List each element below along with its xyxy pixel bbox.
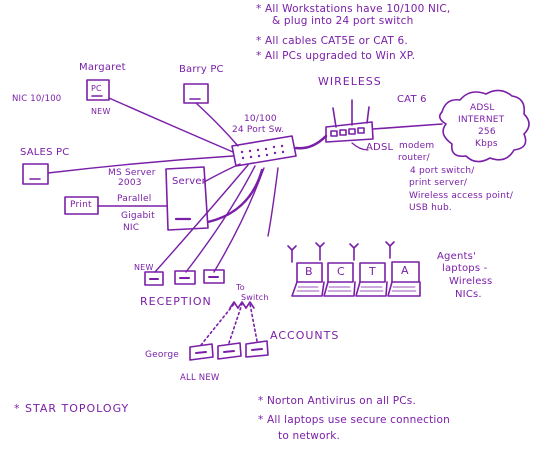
internet-cloud (438, 89, 530, 163)
router-desc-4: Wireless access point/ (409, 191, 514, 201)
server-label: Server (172, 176, 206, 187)
cat6-label: CAT 6 (397, 94, 427, 105)
laptop-letter-t: T (369, 265, 376, 278)
switch-label-1: 10/100 (244, 114, 277, 124)
sales-pc-shape (22, 163, 49, 185)
router-desc-1: router/ (398, 153, 430, 163)
reception-new-label: NEW (134, 263, 154, 272)
barry-label: Barry PC (179, 64, 224, 75)
router-desc-3: print server/ (409, 178, 468, 188)
router-desc-5: USB hub. (409, 203, 452, 213)
margaret-pc-label: PC (91, 84, 102, 93)
note-winxp: * All PCs upgraded to Win XP. (256, 50, 416, 62)
topology-note: * STAR TOPOLOGY (14, 402, 130, 415)
george-label: George (145, 350, 180, 360)
reception-pcs (144, 269, 225, 286)
internet-label-0: ADSL (470, 103, 495, 113)
cables (47, 97, 369, 273)
switch-shape (231, 135, 297, 167)
laptops-caption-1: laptops - (442, 263, 488, 274)
wireless-label: WIRELESS (318, 75, 382, 88)
margaret-pc-shape (86, 79, 110, 101)
server-shape (165, 166, 209, 231)
laptops-caption-0: Agents' (437, 251, 476, 262)
all-new-label: ALL NEW (180, 373, 220, 383)
gigabit-label-2: NIC (123, 223, 140, 233)
accounts-label: ACCOUNTS (270, 329, 340, 342)
switch-label-2: 24 Port Sw. (232, 125, 285, 135)
laptop-letter-a: A (401, 264, 409, 277)
note-plug-into-switch: & plug into 24 port switch (272, 15, 414, 27)
cat6-cable (372, 123, 443, 130)
margaret-label: Margaret (79, 62, 126, 73)
margaret-new-label: NEW (91, 107, 111, 116)
barry-pc-shape (183, 83, 209, 104)
note-laptops-secure: * All laptops use secure connection (258, 414, 450, 426)
laptop-letter-b: B (305, 265, 313, 278)
accounts-pcs (189, 301, 269, 361)
note-cables: * All cables CAT5E or CAT 6. (256, 35, 408, 47)
note-antivirus: * Norton Antivirus on all PCs. (258, 395, 416, 407)
sales-pc-label: SALES PC (20, 147, 70, 158)
reception-label: RECEPTION (140, 295, 212, 308)
to-switch-label-1: To (236, 283, 245, 292)
parallel-label: Parallel (117, 194, 152, 204)
server-os-label-1: MS Server (108, 168, 156, 178)
router-shape (325, 99, 374, 143)
laptop-letter-c: C (337, 265, 345, 278)
internet-label-1: INTERNET (458, 115, 505, 125)
note-to-network: to network. (278, 430, 341, 442)
laptops-caption-3: NICs. (455, 289, 482, 300)
internet-label-2: 256 (478, 127, 496, 137)
printer-label: Print (70, 200, 92, 210)
server-os-label-2: 2003 (118, 178, 142, 188)
router-adsl-label: ADSL (366, 142, 394, 153)
laptops (287, 241, 421, 297)
to-switch-label-2: Switch (241, 293, 269, 302)
router-desc-2: 4 port switch/ (410, 166, 475, 176)
router-desc-0: modem (399, 141, 435, 151)
gigabit-label-1: Gigabit (121, 211, 155, 221)
margaret-nic-label: NIC 10/100 (12, 94, 62, 104)
note-workstations-nic: * All Workstations have 10/100 NIC, (256, 3, 451, 15)
laptops-caption-2: Wireless (449, 276, 493, 287)
internet-label-3: Kbps (475, 139, 498, 149)
